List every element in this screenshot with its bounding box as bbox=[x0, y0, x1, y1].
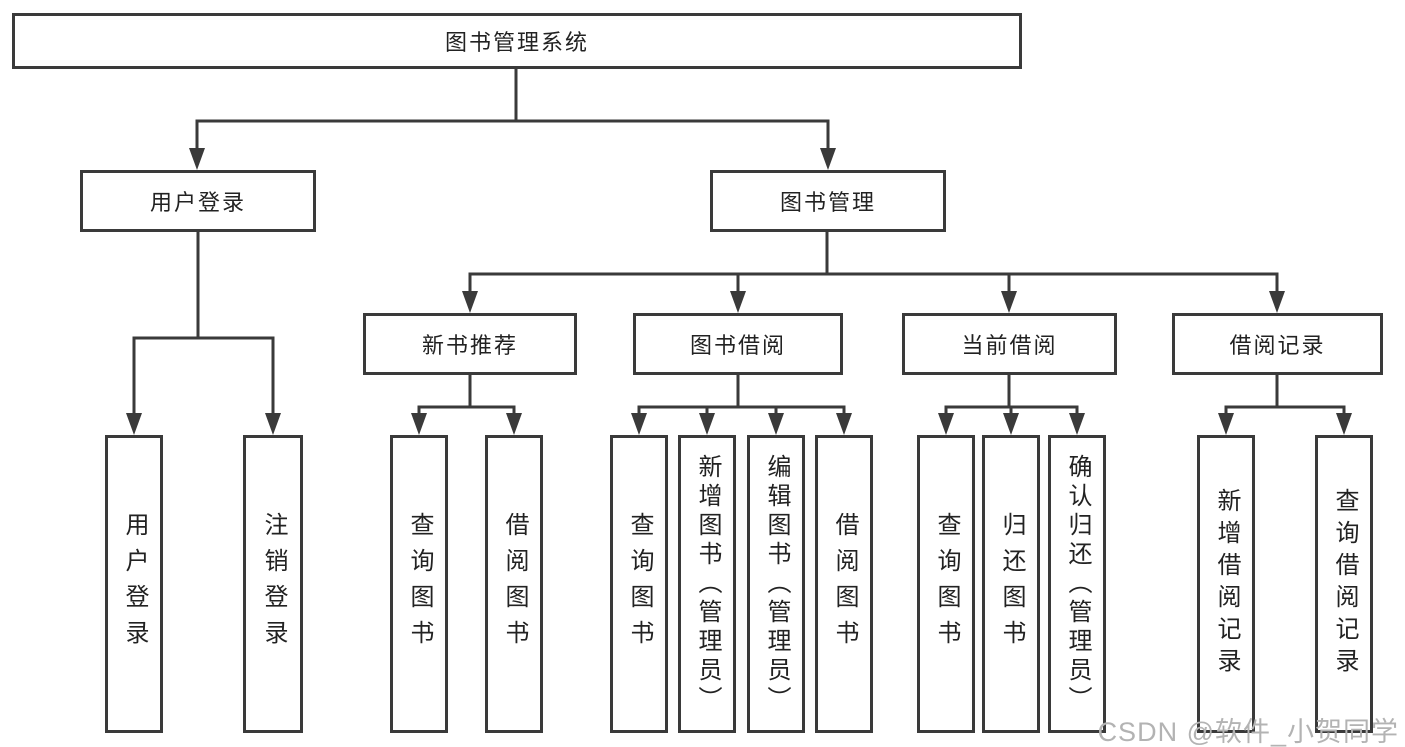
leaf-add-borrow-record-label: 新增借阅记录 bbox=[1213, 488, 1240, 680]
leaf-query-books-current: 查询图书 bbox=[917, 435, 975, 733]
node-book-management-label: 图书管理 bbox=[779, 190, 876, 215]
node-new-book-recommend-label: 新书推荐 bbox=[421, 333, 518, 358]
node-user-login: 用户登录 bbox=[80, 170, 316, 232]
leaf-return-book: 归还图书 bbox=[982, 435, 1040, 733]
node-book-borrow-label: 图书借阅 bbox=[689, 333, 786, 358]
connector-segments bbox=[132, 66, 1346, 419]
leaf-borrow-books-recommend: 借阅图书 bbox=[485, 435, 543, 733]
leaf-user-login-label: 用户登录 bbox=[121, 512, 148, 656]
leaf-confirm-return-admin-label: 确认归还（管理员） bbox=[1064, 453, 1091, 715]
leaf-logout-label: 注销登录 bbox=[260, 512, 287, 656]
leaf-query-books-borrow: 查询图书 bbox=[610, 435, 668, 733]
node-book-management: 图书管理 bbox=[710, 170, 946, 232]
node-current-borrow: 当前借阅 bbox=[902, 313, 1117, 375]
node-book-borrow: 图书借阅 bbox=[633, 313, 843, 375]
node-borrow-records-label: 借阅记录 bbox=[1229, 333, 1326, 358]
leaf-borrow-books-2: 借阅图书 bbox=[815, 435, 873, 733]
leaf-logout: 注销登录 bbox=[243, 435, 303, 733]
leaf-user-login: 用户登录 bbox=[105, 435, 163, 733]
leaf-return-book-label: 归还图书 bbox=[998, 512, 1025, 656]
leaf-edit-book-admin-label: 编辑图书（管理员） bbox=[763, 453, 790, 715]
leaf-query-books-borrow-label: 查询图书 bbox=[626, 512, 653, 656]
node-root: 图书管理系统 bbox=[12, 13, 1022, 69]
leaf-query-books-current-label: 查询图书 bbox=[933, 512, 960, 656]
leaf-add-borrow-record: 新增借阅记录 bbox=[1197, 435, 1255, 733]
node-new-book-recommend: 新书推荐 bbox=[363, 313, 577, 375]
leaf-confirm-return-admin: 确认归还（管理员） bbox=[1048, 435, 1106, 733]
leaf-add-book-admin-label: 新增图书（管理员） bbox=[694, 453, 721, 715]
watermark: CSDN @软件_小贺同学 bbox=[1097, 717, 1399, 747]
node-user-login-label: 用户登录 bbox=[149, 190, 246, 215]
leaf-query-borrow-record-label: 查询借阅记录 bbox=[1331, 488, 1358, 680]
leaf-query-books-recommend-label: 查询图书 bbox=[406, 512, 433, 656]
node-root-label: 图书管理系统 bbox=[444, 30, 589, 55]
node-current-borrow-label: 当前借阅 bbox=[961, 333, 1058, 358]
leaf-borrow-books-recommend-label: 借阅图书 bbox=[501, 512, 528, 656]
leaf-add-book-admin: 新增图书（管理员） bbox=[678, 435, 736, 733]
node-borrow-records: 借阅记录 bbox=[1172, 313, 1383, 375]
leaf-query-borrow-record: 查询借阅记录 bbox=[1315, 435, 1373, 733]
leaf-borrow-books-2-label: 借阅图书 bbox=[831, 512, 858, 656]
arrowheads bbox=[126, 148, 1352, 435]
leaf-edit-book-admin: 编辑图书（管理员） bbox=[747, 435, 805, 733]
leaf-query-books-recommend: 查询图书 bbox=[390, 435, 448, 733]
